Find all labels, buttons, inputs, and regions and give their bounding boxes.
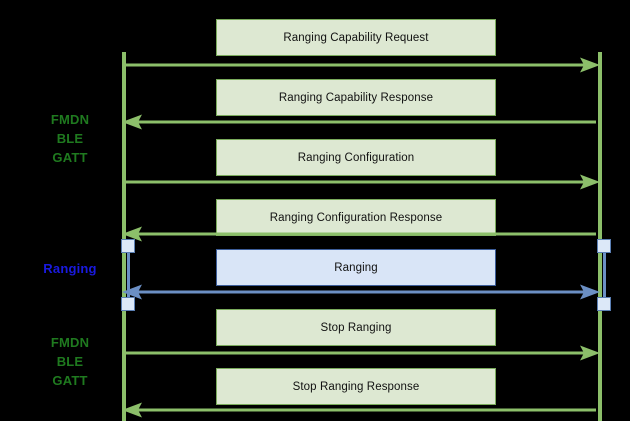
side-label-ranging: Ranging [26,259,114,278]
message-box-ranging-configuration: Ranging Configuration [216,139,496,176]
activation-node-left-top [121,239,135,253]
side-label-fmdn-ble-gatt-top: FMDN BLE GATT [26,110,114,167]
message-box-stop-ranging: Stop Ranging [216,309,496,346]
message-box-ranging-capability-request: Ranging Capability Request [216,19,496,56]
message-box-ranging-capability-response: Ranging Capability Response [216,79,496,116]
message-label: Ranging Configuration [297,151,415,164]
message-arrow-ranging-capability-request [122,57,600,73]
message-arrow-stop-ranging-response [122,402,600,418]
message-label: Ranging Capability Response [278,91,434,104]
side-label-line: Ranging [43,261,97,276]
message-arrow-stop-ranging [122,345,600,361]
message-arrow-ranging-configuration [122,174,600,190]
lifeline-right [598,52,602,421]
side-label-fmdn-ble-gatt-bottom: FMDN BLE GATT [26,333,114,390]
side-label-line: BLE [56,131,84,146]
message-label: Ranging Configuration Response [269,211,443,224]
side-label-line: FMDN [50,335,90,350]
message-label: Ranging Capability Request [283,31,429,44]
message-arrow-ranging-configuration-response [122,226,600,242]
activation-node-left-bottom [121,297,135,311]
message-arrow-ranging [122,284,600,300]
message-label: Stop Ranging [320,321,392,334]
message-box-stop-ranging-response: Stop Ranging Response [216,368,496,405]
activation-node-right-bottom [597,297,611,311]
side-label-line: GATT [52,150,88,165]
message-label: Stop Ranging Response [292,380,420,393]
activation-bar-left [127,246,130,304]
side-label-line: GATT [52,373,88,388]
lifeline-left [122,52,126,421]
side-label-line: FMDN [50,112,90,127]
side-label-line: BLE [56,354,84,369]
message-label: Ranging [334,261,378,274]
message-box-ranging: Ranging [216,249,496,286]
activation-node-right-top [597,239,611,253]
message-arrow-ranging-capability-response [122,114,600,130]
activation-bar-right [603,246,606,304]
